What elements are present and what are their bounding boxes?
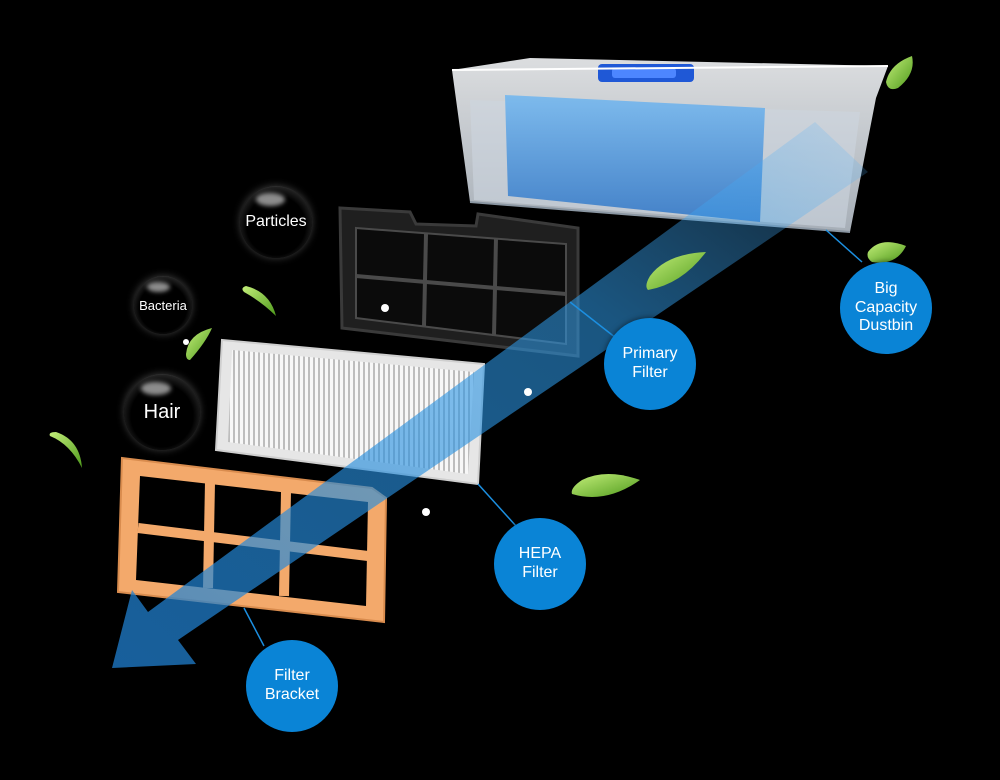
dust-speck-icon <box>381 304 389 312</box>
leader-lines <box>243 229 863 647</box>
leaf-icon <box>242 286 276 316</box>
bacteria-bubble: Bacteria <box>134 276 192 334</box>
hepa-filter-label: HEPA Filter <box>518 545 562 581</box>
particles-bubble: Particles <box>240 186 312 258</box>
filter-bracket-callout: Filter Bracket <box>246 640 338 732</box>
dust-specks <box>183 304 532 516</box>
leaf-icon <box>49 432 82 468</box>
big-capacity-dustbin-callout: Big Capacity Dustbin <box>840 262 932 354</box>
primary-filter-callout: Primary Filter <box>604 318 696 410</box>
leaf-icon <box>646 252 706 290</box>
dust-speck-icon <box>422 508 430 516</box>
bacteria-label: Bacteria <box>139 297 187 313</box>
leaf-icon <box>571 474 640 497</box>
hair-bubble: Hair <box>124 374 200 450</box>
leaf-icon <box>886 56 913 90</box>
primary-filter <box>338 206 580 358</box>
primary-filter-label: Primary Filter <box>622 345 678 381</box>
particles-label: Particles <box>245 213 307 230</box>
leaf-icon <box>867 242 906 263</box>
leaves <box>49 56 913 497</box>
hepa-filter-callout: HEPA Filter <box>494 518 586 610</box>
leaf-icon <box>186 328 212 360</box>
dustbin-label: Big Capacity Dustbin <box>854 279 918 335</box>
hair-label: Hair <box>143 400 181 423</box>
filter-bracket-label: Filter Bracket <box>264 667 320 703</box>
dust-speck-icon <box>183 339 189 345</box>
dust-speck-icon <box>524 388 532 396</box>
